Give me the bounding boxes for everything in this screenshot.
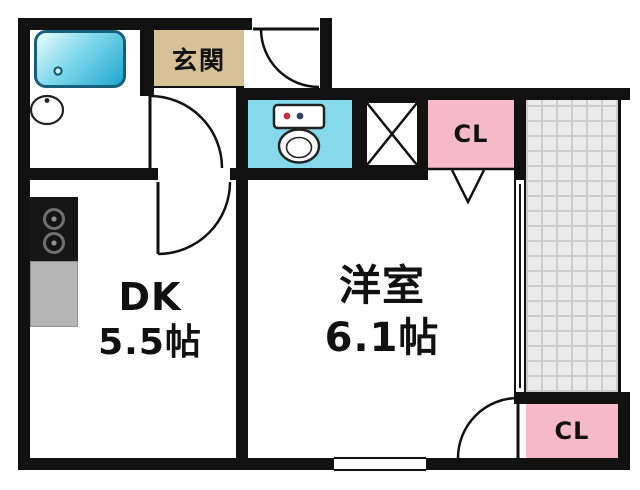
wall-upper-row-top — [236, 88, 630, 100]
western-room-label: 洋室 6.1帖 — [276, 260, 488, 364]
window-bottom — [334, 457, 426, 471]
wall-left — [18, 18, 30, 470]
wall-closet-balcony — [514, 88, 526, 180]
kitchen-counter — [30, 261, 78, 327]
bathtub-icon — [34, 30, 126, 88]
wall-top — [18, 18, 252, 30]
entrance-door-swing-icon — [259, 28, 320, 89]
pipe-space-box — [364, 100, 420, 168]
stove-icon — [30, 197, 78, 261]
washbasin-icon — [29, 94, 65, 126]
wall-washroom-bottom — [18, 168, 158, 180]
western-room-size: 6.1帖 — [324, 315, 440, 361]
balcony-floor — [526, 100, 621, 392]
dk-size: 5.5帖 — [98, 322, 202, 363]
closet-top-label: CL — [453, 120, 489, 148]
closet-door-swing-icon — [456, 396, 519, 459]
wall-toilet-ps-divider — [352, 100, 364, 168]
washroom-door-swing-icon — [149, 94, 224, 169]
genkan-label-text: 玄関 — [171, 46, 226, 75]
dk-name: DK — [118, 275, 182, 319]
dk-room-label: DK 5.5帖 — [62, 274, 238, 366]
closet-bottom-floor: CL — [526, 404, 618, 458]
wall-bottom-closet-top — [514, 392, 630, 404]
closet-fold-mark-icon — [450, 169, 486, 205]
closet-bottom-label: CL — [554, 417, 590, 445]
wall-bottom — [18, 458, 630, 470]
closet-top-floor: CL — [428, 100, 514, 168]
toilet-room-floor — [248, 100, 352, 168]
wall-wet-area-bottom — [248, 168, 428, 180]
wall-bath-partition — [140, 18, 154, 96]
wall-right-bottom — [618, 392, 630, 470]
genkan-floor — [154, 30, 244, 88]
western-room-name: 洋室 — [338, 261, 425, 310]
wall-ps-closet-divider — [420, 100, 428, 168]
window-right — [514, 180, 526, 392]
wall-entry-stub — [320, 18, 332, 100]
genkan-label: 玄関 — [154, 30, 244, 88]
dk-door-swing-icon — [157, 181, 232, 256]
wall-center-vertical — [236, 88, 248, 470]
